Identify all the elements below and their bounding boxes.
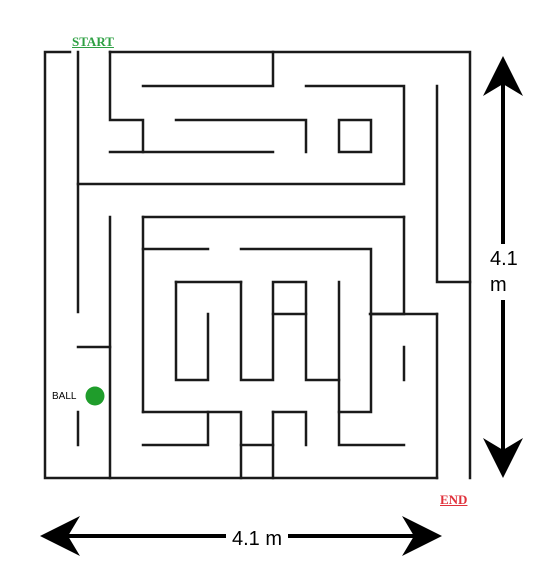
height-dimension-unit: m [490,274,507,296]
start-label: START [72,34,114,49]
width-dimension-label: 4.1 m [226,528,289,551]
end-label: END [440,492,468,507]
height-dimension-label: 4.1 m [488,244,524,300]
ball-icon [85,386,105,406]
height-dimension-value: 4.1 [490,248,518,270]
ball-label: BALL [52,391,77,402]
maze-walls [43,50,472,480]
